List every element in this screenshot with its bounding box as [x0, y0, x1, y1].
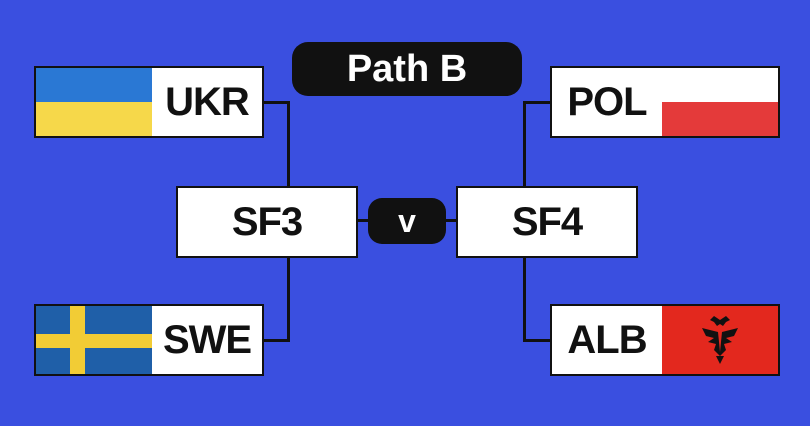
connector-ukr-sf3-h	[262, 101, 290, 104]
albania-flag-icon	[662, 306, 778, 374]
semifinal-sf3: SF3	[176, 186, 358, 258]
semifinal-sf4: SF4	[456, 186, 638, 258]
team-ukr: UKR	[34, 66, 264, 138]
poland-flag-icon	[662, 68, 778, 136]
team-code: ALB	[567, 317, 647, 362]
sweden-flag-icon	[36, 306, 152, 374]
path-title: Path B	[292, 42, 522, 96]
connector-left-v-bottom	[287, 256, 290, 342]
team-swe: SWE	[34, 304, 264, 376]
connector-pol-sf4-h	[523, 101, 551, 104]
team-code: SWE	[162, 317, 252, 362]
team-code: POL	[567, 79, 647, 124]
connector-right-v-bottom	[523, 256, 526, 342]
ukraine-flag-icon	[36, 68, 152, 136]
connector-alb-sf4-h	[523, 339, 551, 342]
connector-swe-sf3-h	[262, 339, 290, 342]
team-code: UKR	[165, 79, 250, 124]
connector-left-v-top	[287, 101, 290, 187]
versus-badge: v	[368, 198, 446, 244]
connector-right-v-top	[523, 101, 526, 187]
team-pol: POL	[550, 66, 780, 138]
team-alb: ALB	[550, 304, 780, 376]
